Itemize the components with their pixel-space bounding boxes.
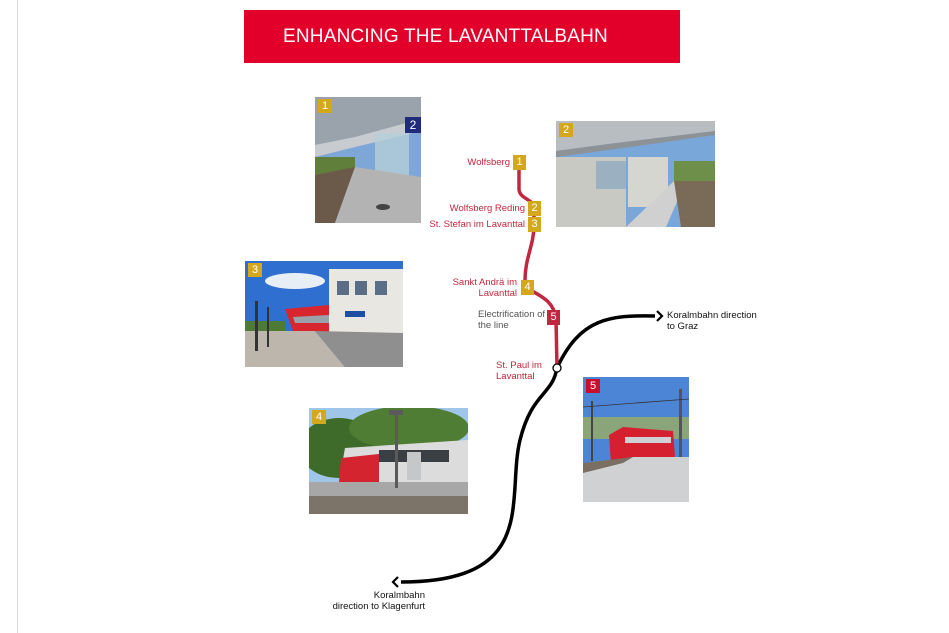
- photo-badge: 4: [312, 410, 326, 424]
- station-label-wolfsberg: Wolfsberg: [467, 157, 510, 168]
- photo-4-train-at-platform: 4: [309, 408, 468, 514]
- page-title: ENHANCING THE LAVANTTALBAHN: [283, 26, 608, 47]
- photo-badge: 5: [586, 379, 600, 393]
- marker-5-bg: [547, 310, 560, 325]
- label-electrification: Electrification of the line: [478, 309, 546, 331]
- photo-2-station-building: 2: [556, 121, 715, 227]
- st-paul-junction: [552, 363, 562, 373]
- photo-badge: 3: [248, 263, 262, 277]
- direction-label-graz: Koralmbahn direction to Graz: [667, 310, 757, 332]
- station-label-wolfsberg-reding: Wolfsberg Reding: [449, 203, 525, 214]
- photo-badge: 1: [318, 99, 332, 113]
- lavanttalbahn-line: [517, 164, 559, 369]
- marker-1-bg: [513, 155, 526, 170]
- page-left-rule: [17, 0, 18, 633]
- marker-3-bg: [528, 217, 541, 232]
- koralmbahn-line: [400, 314, 656, 584]
- station-label-sankt-andrae: Sankt Andrä im Lavanttal: [452, 277, 517, 299]
- photo-5-electrified-line: 5: [583, 377, 689, 502]
- marker-4-bg: [521, 280, 534, 295]
- photo-3-train-at-station: 3: [245, 261, 403, 367]
- platform-sign: 2: [409, 118, 417, 132]
- station-marker-5: 5: [550, 311, 557, 323]
- station-label-st-stefan: St. Stefan im Lavanttal: [429, 219, 525, 230]
- station-marker-4: 4: [524, 281, 531, 293]
- station-marker-3: 3: [531, 218, 538, 230]
- station-label-st-paul: St. Paul im Lavanttal: [496, 360, 542, 382]
- graz-arrow: [656, 310, 664, 322]
- station-marker-1: 1: [516, 156, 523, 168]
- photo-badge: 2: [559, 123, 573, 137]
- marker-2-bg: [528, 201, 541, 216]
- direction-label-klagenfurt: Koralmbahn direction to Klagenfurt: [332, 590, 425, 612]
- title-banner: ENHANCING THE LAVANTTALBAHN: [244, 10, 680, 63]
- klagenfurt-arrow: [391, 576, 399, 588]
- photo-1-station-platform: 1 2: [315, 97, 421, 223]
- station-marker-2: 2: [531, 202, 538, 214]
